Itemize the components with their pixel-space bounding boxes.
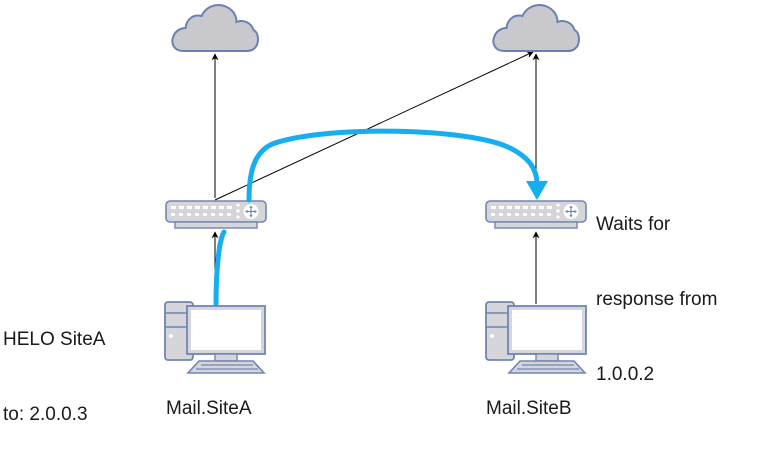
edge-router-a-to-cloud-b	[214, 51, 534, 201]
host-a-annotation: HELO SiteA to: 2.0.0.3	[3, 277, 105, 452]
flow-arrowhead	[526, 181, 548, 200]
host-a-label: Mail.SiteA	[166, 398, 252, 419]
flow-host-a-to-router-b	[213, 128, 540, 307]
router-icon-a	[165, 200, 267, 229]
computer-icon-b	[485, 301, 587, 374]
network-diagram	[164, 4, 587, 374]
host-a-note-line2: to: 2.0.0.3	[3, 404, 88, 425]
host-a-note-line1: HELO SiteA	[3, 329, 106, 350]
computer-icon-a	[164, 301, 266, 374]
cloud-icon-a	[171, 4, 260, 53]
host-b-annotation: Waits for response from 1.0.0.2	[596, 162, 717, 412]
host-b-note-line2: response from	[596, 289, 718, 310]
host-b-note-line1: Waits for	[596, 214, 671, 235]
host-b-label: Mail.SiteB	[486, 398, 572, 419]
host-b-note-line3: 1.0.0.2	[596, 364, 655, 385]
cloud-icon-b	[492, 4, 581, 53]
router-icon-b	[485, 200, 587, 229]
